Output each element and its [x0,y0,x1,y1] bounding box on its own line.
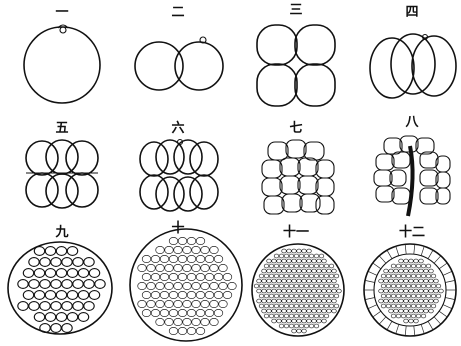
stage-label-12: 十二 [399,224,425,240]
stage-label-5: 五 [55,121,68,136]
stage-2-two-cell [135,37,223,90]
stage-9-cell-mass [8,242,112,334]
stage-10-blastula [130,229,242,341]
stage-label-10: 十 [171,220,184,236]
stage-1-one-cell [24,25,100,103]
stage-label-1: 一 [55,5,68,20]
stage-8-late-morula [374,136,450,216]
stage-6-thirtytwo-cell [140,140,218,212]
stage-label-11: 十一 [283,224,309,240]
stage-label-7: 七 [289,121,302,136]
stage-5-sixteen-cell [26,140,98,208]
stage-label-4: 四 [405,5,418,20]
stage-12-layered-blastula [364,244,456,336]
stage-label-3: 三 [289,3,302,18]
stage-4-eight-cell [370,34,456,98]
stage-3-four-cell [257,25,335,106]
stage-label-8: 八 [404,115,419,130]
stage-label-6: 六 [171,120,184,136]
stage-label-9: 九 [54,225,68,240]
stage-7-morula [262,140,334,214]
stage-11-dense-blastula [252,244,344,336]
stage-label-2: 二 [171,5,184,20]
